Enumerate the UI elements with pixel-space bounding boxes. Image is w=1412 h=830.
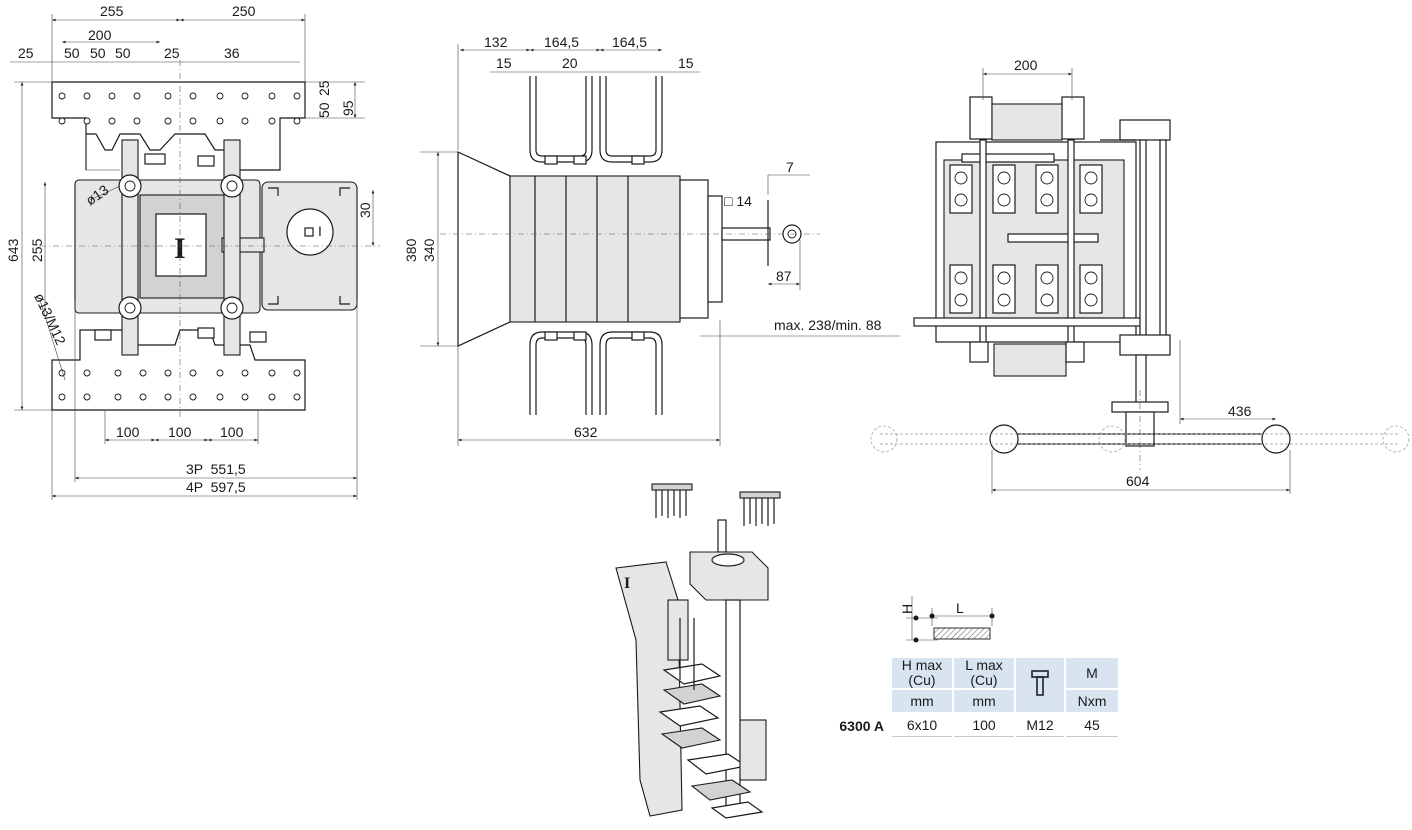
- value-screw: M12: [1016, 714, 1064, 737]
- dim-20: 20: [562, 55, 578, 71]
- header-l-max: L max (Cu): [954, 658, 1014, 688]
- dim-340: 340: [421, 238, 437, 262]
- unit-l: mm: [954, 690, 1014, 712]
- dim-380: 380: [403, 238, 419, 262]
- dim-436: 436: [1228, 403, 1252, 419]
- value-h: 6x10: [892, 714, 952, 737]
- dim-square-14: □ 14: [724, 193, 752, 209]
- header-h-max: H max (Cu): [892, 658, 952, 688]
- dim-30-right: 30: [357, 202, 373, 218]
- svg-text:I: I: [318, 223, 322, 239]
- dim-255-left: 255: [29, 238, 45, 262]
- rear-view: 200 436 604: [870, 57, 1410, 494]
- dim-164-5-b: 164,5: [612, 34, 647, 50]
- header-m: M: [1066, 658, 1118, 688]
- dim-87: 87: [776, 268, 792, 284]
- svg-text:I: I: [624, 575, 630, 592]
- screw-icon: [1031, 669, 1049, 696]
- dim-255-top: 255: [100, 3, 124, 19]
- dim-25-right: 25: [316, 80, 332, 96]
- diagram-h-label: H: [899, 604, 915, 614]
- unit-m: Nxm: [1066, 690, 1118, 712]
- dim-15-a: 15: [496, 55, 512, 71]
- diagram-l-label: L: [956, 600, 964, 616]
- dim-100-a: 100: [116, 424, 140, 440]
- dim-50-a: 50: [64, 45, 80, 61]
- dim-100-b: 100: [168, 424, 192, 440]
- front-view: I I: [5, 3, 380, 500]
- dim-50-right: 50: [316, 102, 332, 118]
- value-l: 100: [954, 714, 1014, 737]
- header-screw: [1016, 658, 1064, 712]
- dim-7: 7: [786, 159, 794, 175]
- busbar-spec-table: H max (Cu) L max (Cu) M mm mm Nxm 6300 A…: [828, 656, 1120, 739]
- dim-200-top: 200: [88, 27, 112, 43]
- hole-thread-label: ø13/M12: [31, 291, 69, 348]
- dim-extension: max. 238/min. 88: [774, 317, 882, 333]
- dim-100-c: 100: [220, 424, 244, 440]
- isometric-view: I: [615, 483, 781, 819]
- dim-250-top: 250: [232, 3, 256, 19]
- dim-25-mid: 25: [164, 45, 180, 61]
- dim-200-rear: 200: [1014, 57, 1038, 73]
- value-m: 45: [1066, 714, 1118, 737]
- dim-3p: 3P 551,5: [186, 461, 246, 477]
- dim-632: 632: [574, 424, 598, 440]
- dim-50-c: 50: [115, 45, 131, 61]
- dim-643: 643: [5, 238, 21, 262]
- dim-132: 132: [484, 34, 508, 50]
- busbar-diagram: H L: [899, 596, 995, 643]
- dim-95-right: 95: [340, 100, 356, 116]
- dim-15-b: 15: [678, 55, 694, 71]
- side-view: 132 164,5 164,5 15 20 15 380 340 7 □ 14 …: [403, 34, 900, 446]
- dim-604: 604: [1126, 473, 1150, 489]
- dim-50-b: 50: [90, 45, 106, 61]
- dim-36: 36: [224, 45, 240, 61]
- dim-164-5-a: 164,5: [544, 34, 579, 50]
- svg-text:I: I: [174, 232, 186, 265]
- dim-25-left: 25: [18, 45, 34, 61]
- row-label-6300a: 6300 A: [839, 717, 884, 734]
- unit-h: mm: [892, 690, 952, 712]
- dim-4p: 4P 597,5: [186, 479, 246, 495]
